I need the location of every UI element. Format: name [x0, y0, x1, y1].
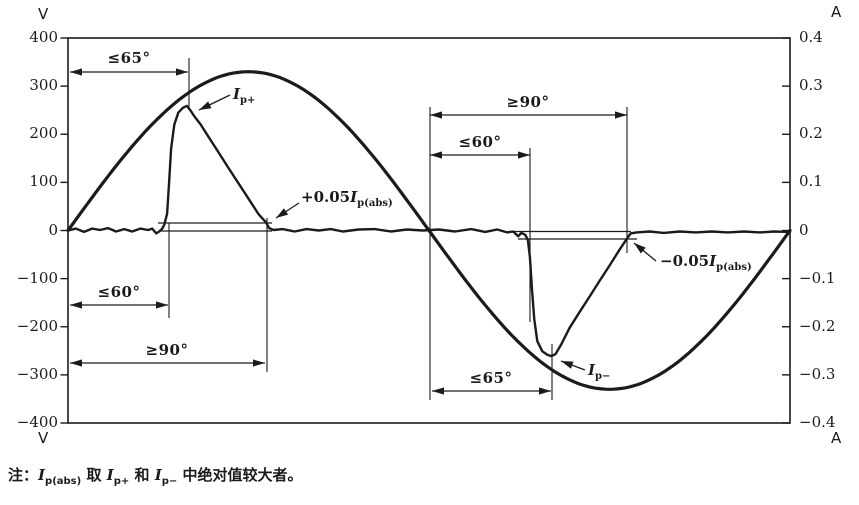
arrowhead — [199, 101, 212, 110]
arrowhead — [253, 359, 265, 367]
arrowhead — [430, 111, 442, 119]
arrowhead — [176, 68, 188, 76]
arrowhead — [634, 243, 646, 254]
arrowhead — [70, 359, 82, 367]
arrowhead — [518, 151, 530, 159]
arrowhead — [430, 151, 442, 159]
arrowhead — [70, 68, 82, 76]
arrowhead — [276, 208, 289, 218]
arrowhead — [539, 387, 551, 395]
arrowhead — [70, 301, 82, 309]
arrowhead — [561, 361, 574, 369]
arrowhead — [432, 387, 444, 395]
arrowhead — [615, 111, 627, 119]
arrowhead — [156, 301, 168, 309]
current-curve — [66, 104, 792, 358]
